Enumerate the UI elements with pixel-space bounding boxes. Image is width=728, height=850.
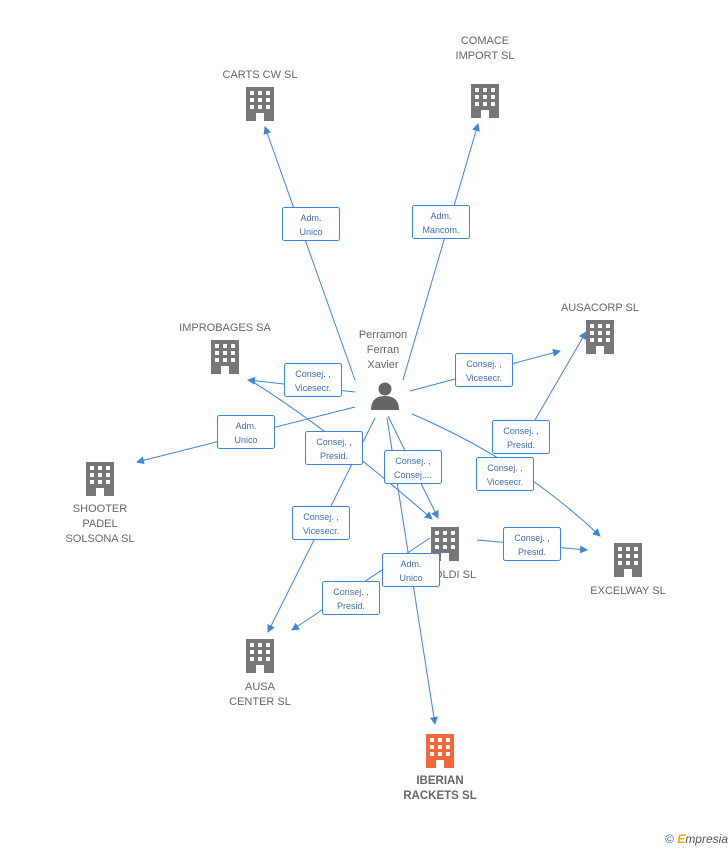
relation-label: Adm.: [430, 211, 451, 221]
relation-box-r-ausa[interactable]: Consej. , Vicesecr.: [292, 506, 350, 540]
relation-label: Presid.: [507, 440, 535, 450]
relation-box-r-iberian[interactable]: Adm. Unico: [382, 553, 440, 587]
brand-name: mpresia: [685, 832, 728, 846]
company-label: AUSACORP SL: [561, 302, 639, 314]
relation-box-r-comace[interactable]: Adm. Mancom.: [412, 205, 470, 239]
relation-box-r-shooter[interactable]: Adm. Unico: [217, 415, 275, 449]
relation-label: Unico: [234, 435, 257, 445]
relation-box-r-ausa-2[interactable]: Consej. , Presid.: [322, 581, 380, 615]
relation-label: Consej. ,: [466, 359, 502, 369]
relation-box-r-oldi-excelway[interactable]: Consej. , Presid.: [503, 527, 561, 561]
relation-label: Presid.: [337, 601, 365, 611]
relation-label: Consej. ,: [295, 369, 331, 379]
company-label: PADEL: [82, 518, 117, 530]
footer-brand: © Empresia: [665, 832, 728, 846]
building-icon: [586, 320, 614, 354]
relation-label: Adm.: [400, 559, 421, 569]
company-label: CARTS CW SL: [223, 69, 298, 81]
relation-label: Consej. ,: [503, 426, 539, 436]
brand-initial: E: [677, 832, 686, 846]
company-node-excelway[interactable]: EXCELWAY SL: [590, 543, 666, 597]
relation-label: Unico: [299, 227, 322, 237]
building-icon: [86, 462, 114, 496]
relation-box-r-oldi-1[interactable]: Consej. , Presid.: [305, 431, 363, 465]
relation-label: Vicesecr.: [303, 526, 339, 536]
building-icon: [426, 734, 454, 768]
relation-label: Presid.: [518, 547, 546, 557]
company-node-carts[interactable]: CARTS CW SL: [223, 69, 298, 121]
relation-label: Vicesecr.: [295, 383, 331, 393]
building-icon: [246, 87, 274, 121]
edge-r-carts: [263, 126, 356, 381]
edge-r-ausacorp-2: [534, 331, 587, 421]
company-label: IMPROBAGES SA: [179, 322, 271, 334]
company-label: CENTER SL: [229, 696, 291, 708]
relation-label: Consej. ,: [487, 463, 523, 473]
company-node-ausa[interactable]: AUSA CENTER SL: [229, 639, 291, 708]
copyright-icon: ©: [665, 832, 674, 846]
company-label: OLDI SL: [434, 569, 476, 581]
company-label: AUSA: [245, 681, 276, 693]
company-node-iberian[interactable]: IBERIAN RACKETS SL: [403, 734, 477, 802]
person-name-line: Ferran: [367, 344, 399, 356]
relation-label: Presid.: [320, 451, 348, 461]
person-icon-body: [371, 396, 399, 410]
company-node-oldi[interactable]: OLDI SL: [431, 527, 476, 581]
person-name-line: Xavier: [367, 359, 399, 371]
relation-label: Unico: [399, 573, 422, 583]
relation-label: Vicesecr.: [466, 373, 502, 383]
relation-label: Consej. ,: [395, 456, 431, 466]
relation-box-r-oldi-2[interactable]: Consej. , Consej....: [384, 450, 442, 484]
company-node-shooter[interactable]: SHOOTER PADEL SOLSONA SL: [65, 462, 135, 545]
relation-label: Adm.: [300, 213, 321, 223]
relation-box-r-carts[interactable]: Adm. Unico: [282, 207, 340, 241]
relation-label: Consej. ,: [316, 437, 352, 447]
relation-label: Consej....: [394, 470, 432, 480]
relation-box-r-excelway[interactable]: Consej. , Vicesecr.: [476, 457, 534, 491]
building-icon: [211, 340, 239, 374]
building-icon: [614, 543, 642, 577]
company-label: IBERIAN: [416, 775, 463, 787]
relation-box-r-ausacorp[interactable]: Consej. , Vicesecr.: [455, 353, 513, 387]
relation-label: Consej. ,: [303, 512, 339, 522]
company-label: IMPORT SL: [456, 50, 515, 62]
edge-r-comace: [402, 123, 480, 381]
company-label: COMACE: [461, 35, 509, 47]
building-icon: [246, 639, 274, 673]
relation-label: Consej. ,: [514, 533, 550, 543]
building-icon: [471, 84, 499, 118]
relation-box-r-ausacorp-2[interactable]: Consej. , Presid.: [492, 420, 550, 454]
company-node-comace[interactable]: COMACE IMPORT SL: [456, 35, 515, 118]
relation-label: Vicesecr.: [487, 477, 523, 487]
relation-label: Adm.: [235, 421, 256, 431]
company-node-improbages[interactable]: IMPROBAGES SA: [179, 322, 272, 374]
relation-box-r-improbages[interactable]: Consej. , Vicesecr.: [284, 363, 342, 397]
company-label: RACKETS SL: [403, 790, 476, 802]
relation-label: Consej. ,: [333, 587, 369, 597]
company-label: SHOOTER: [73, 503, 127, 515]
company-label: EXCELWAY SL: [590, 585, 665, 597]
relation-label: Mancom.: [422, 225, 459, 235]
company-node-ausacorp[interactable]: AUSACORP SL: [561, 302, 639, 354]
company-label: SOLSONA SL: [65, 533, 134, 545]
person-name-line: Perramon: [359, 329, 407, 341]
person-icon: [378, 382, 392, 396]
